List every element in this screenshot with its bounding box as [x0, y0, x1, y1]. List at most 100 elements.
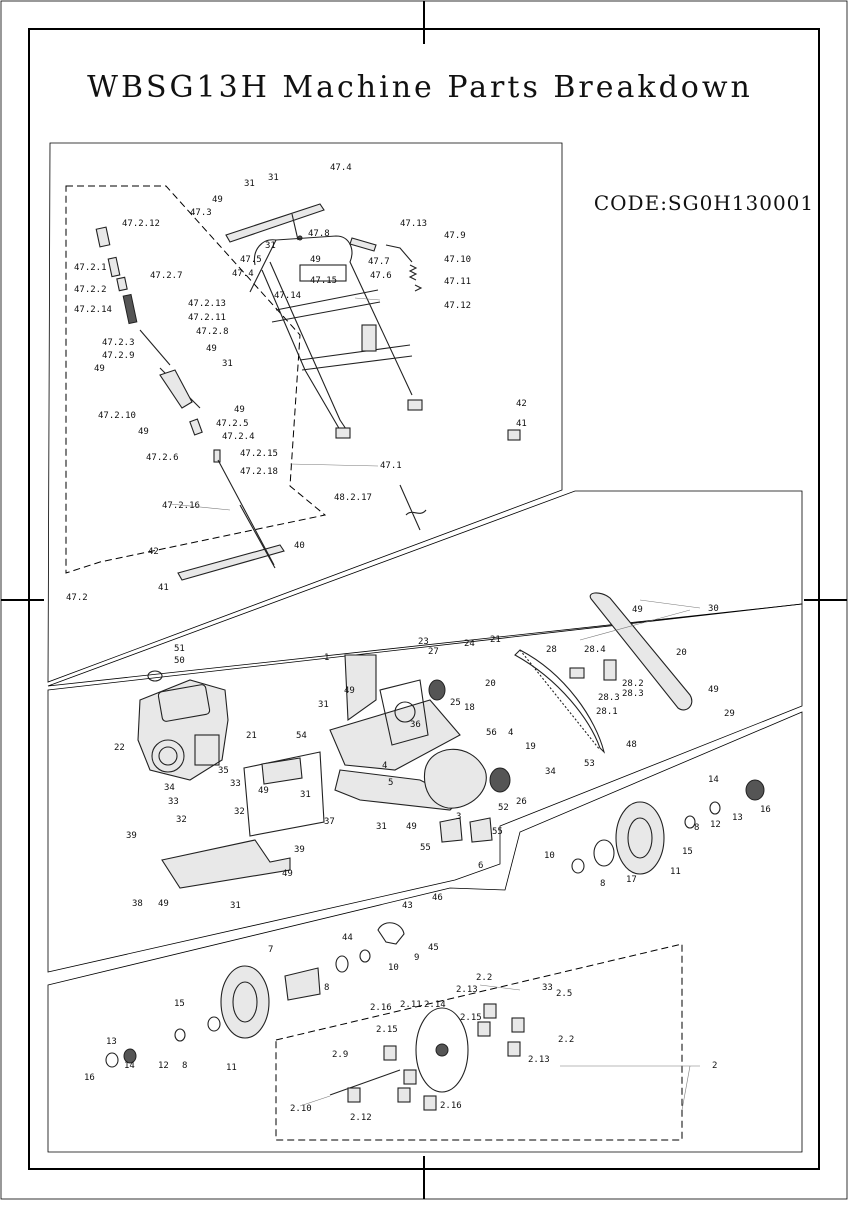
callout: 49 [258, 786, 269, 796]
callout: 47.2.16 [162, 501, 200, 511]
callout: 8 [182, 1061, 187, 1071]
callout: 47.3 [190, 208, 212, 218]
callout: 47.2.18 [240, 467, 278, 477]
callout: 49 [234, 405, 245, 415]
callout: 17 [626, 875, 637, 885]
callout: 49 [94, 364, 105, 374]
callout: 38 [132, 899, 143, 909]
callout: 13 [106, 1037, 117, 1047]
callout: 44 [342, 933, 353, 943]
callout: 14 [124, 1061, 135, 1071]
callout: 47.2.13 [188, 299, 226, 309]
callout: 33 [168, 797, 179, 807]
callout: 2.16 [370, 1003, 392, 1013]
callout: 47.2 [66, 593, 88, 603]
callout: 35 [218, 766, 229, 776]
callout: 47.2.4 [222, 432, 255, 442]
callout: 2.2 [476, 973, 492, 983]
callout: 30 [708, 604, 719, 614]
callout: 47.13 [400, 219, 427, 229]
callout: 46 [432, 893, 443, 903]
callout: 47.2.15 [240, 449, 278, 459]
callout: 49 [708, 685, 719, 695]
callout: 45 [428, 943, 439, 953]
callout: 41 [158, 583, 169, 593]
callout: 47.2.8 [196, 327, 229, 337]
callout: 49 [310, 255, 321, 265]
callout: 49 [138, 427, 149, 437]
callout: 18 [464, 703, 475, 713]
callout: 31 [300, 790, 311, 800]
callout: 15 [682, 847, 693, 857]
callout: 8 [600, 879, 605, 889]
callout: 26 [516, 797, 527, 807]
handle-assembly [95, 203, 521, 581]
callout: 47.11 [444, 277, 471, 287]
callout: 21 [246, 731, 257, 741]
callout: 47.2.6 [146, 453, 179, 463]
callout: 48 [626, 740, 637, 750]
callout: 49 [344, 686, 355, 696]
callout: 47.2.7 [150, 271, 183, 281]
leader-lines [169, 297, 701, 1111]
callout: 31 [222, 359, 233, 369]
callout: 20 [676, 648, 687, 658]
callout: 28.4 [584, 645, 606, 655]
callout: 15 [174, 999, 185, 1009]
callout: 39 [294, 845, 305, 855]
callout: 2.10 [290, 1104, 312, 1114]
callout: 6 [478, 861, 483, 871]
callout: 39 [126, 831, 137, 841]
callout: 47.8 [308, 229, 330, 239]
callout: 28.3 [622, 689, 644, 699]
callout: 8 [694, 823, 699, 833]
callout: 5 [388, 778, 393, 788]
callout: 55 [420, 843, 431, 853]
callout: 2.9 [332, 1050, 348, 1060]
callout: 2.15 [376, 1025, 398, 1035]
callout: 27 [428, 647, 439, 657]
callout: 2.14 [424, 1000, 446, 1010]
callout: 12 [710, 820, 721, 830]
callout: 47.2.3 [102, 338, 135, 348]
callout: 47.9 [444, 231, 466, 241]
callout: 34 [545, 767, 556, 777]
callout: 52 [498, 803, 509, 813]
callout: 20 [485, 679, 496, 689]
callout: 47.2.14 [74, 305, 112, 315]
code-label: CODE:SG0H130001 [594, 191, 814, 215]
callout: 8 [324, 983, 329, 993]
cutter-disc [415, 1007, 469, 1093]
frame-assembly [137, 592, 765, 889]
callout: 40 [294, 541, 305, 551]
callout: 56 [486, 728, 497, 738]
callout: 54 [296, 731, 307, 741]
wheel-assembly [105, 922, 525, 1111]
callout: 49 [206, 344, 217, 354]
group-47-2 [65, 185, 327, 574]
callout: 28.1 [596, 707, 618, 717]
callout: 48.2.17 [334, 493, 372, 503]
callout: 51 [174, 644, 185, 654]
callout: 11 [226, 1063, 237, 1073]
callout: 47.10 [444, 255, 471, 265]
callout: 42 [148, 547, 159, 557]
callout: 33 [542, 983, 553, 993]
callout: 2.5 [556, 989, 572, 999]
callout: 22 [114, 743, 125, 753]
callout: 42 [516, 399, 527, 409]
callout: 29 [724, 709, 735, 719]
callout: 3 [456, 812, 461, 822]
callout: 32 [234, 807, 245, 817]
callout: 28.3 [598, 693, 620, 703]
callout: 2.13 [528, 1055, 550, 1065]
callout: 47.12 [444, 301, 471, 311]
callout: 47.5 [240, 255, 262, 265]
callout: 34 [164, 783, 175, 793]
callout: 16 [84, 1073, 95, 1083]
group-2 [275, 943, 683, 1141]
callout-labels: 47.4 31 31 47.3 49 31 47.8 47.13 47.9 49… [66, 163, 771, 1123]
handle-panel [47, 142, 563, 683]
callout: 16 [760, 805, 771, 815]
